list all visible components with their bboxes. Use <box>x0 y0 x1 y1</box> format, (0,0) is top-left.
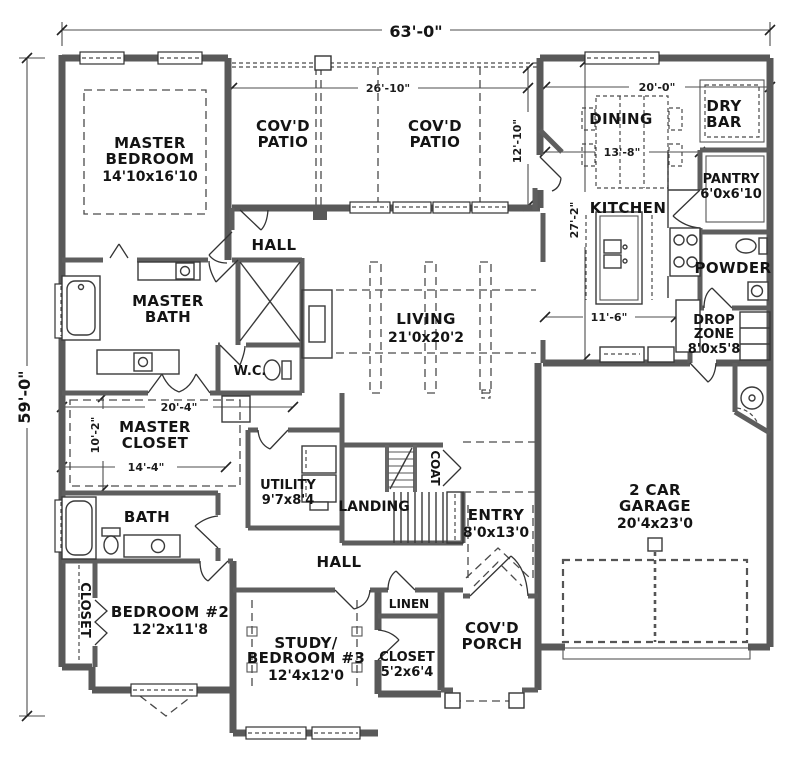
master-double-door <box>109 243 129 259</box>
label-powder: POWDER <box>695 259 772 277</box>
pantry-shelves <box>705 155 765 223</box>
label-hall-lower: HALL <box>317 553 362 571</box>
label-dry-bar: DRY <box>706 97 742 115</box>
garage-door <box>561 537 749 644</box>
dry-bar-counter <box>699 79 765 143</box>
svg-text:PORCH: PORCH <box>462 635 523 653</box>
label-covd-patio-left: COV'D <box>256 117 310 135</box>
dim-kitchen-depth: 27'-2" <box>568 202 581 239</box>
label-master-bath: MASTER <box>132 292 204 310</box>
svg-text:12'2x11'8: 12'2x11'8 <box>132 622 208 638</box>
svg-text:BEDROOM #3: BEDROOM #3 <box>247 649 365 667</box>
svg-text:PATIO: PATIO <box>410 133 461 151</box>
dim-overall-width: 63'-0" <box>389 22 442 41</box>
label-wc: W.C. <box>234 364 267 379</box>
svg-text:PATIO: PATIO <box>258 133 309 151</box>
wc-toilet <box>263 359 292 381</box>
dim-closet-width: 20'-4" <box>161 401 198 414</box>
label-pantry: PANTRY <box>703 172 760 187</box>
porch-post <box>508 692 525 709</box>
mbr-ceiling-tray <box>83 89 207 215</box>
bath-tub <box>61 496 97 560</box>
powder-toilet <box>735 237 768 255</box>
dim-dining-width: 20'-0" <box>639 81 676 94</box>
label-landing: LANDING <box>338 499 410 515</box>
living-beam <box>479 261 492 394</box>
svg-text:BAR: BAR <box>706 113 742 131</box>
refrigerator <box>675 299 701 353</box>
svg-text:CLOSET: CLOSET <box>122 434 189 452</box>
master-closet-ceiling <box>69 399 241 487</box>
svg-text:BEDROOM: BEDROOM <box>106 150 195 168</box>
closet-bifold-door <box>94 599 108 646</box>
living-beam <box>424 261 437 394</box>
bath-toilet <box>101 527 121 555</box>
svg-text:14'10x16'10: 14'10x16'10 <box>102 169 198 185</box>
staircase <box>388 447 464 544</box>
room-labels: MASTER BEDROOM 14'10x16'10 COV'D PATIO C… <box>77 97 772 684</box>
closet-builtin <box>221 395 251 423</box>
label-closet-study: CLOSET <box>379 650 435 665</box>
patio-post <box>314 55 332 71</box>
label-entry: ENTRY <box>468 506 525 524</box>
fixtures <box>61 79 771 660</box>
dim-kitchen-width: 11'-6" <box>591 311 628 324</box>
dashed-lines <box>69 55 761 717</box>
svg-text:GARAGE: GARAGE <box>619 497 691 515</box>
living-sliding-doors <box>349 201 509 214</box>
cooktop <box>669 227 701 277</box>
water-heater <box>740 386 764 410</box>
svg-text:ZONE: ZONE <box>694 327 734 342</box>
label-garage: 2 CAR <box>629 481 681 499</box>
coat-double-door <box>442 449 462 487</box>
label-master-closet: MASTER <box>119 418 191 436</box>
svg-text:8'0x5'8: 8'0x5'8 <box>688 342 741 357</box>
entry-ceiling <box>463 389 536 587</box>
label-covd-patio-right: COV'D <box>408 117 462 135</box>
dim-closet-depth: 10'-2" <box>89 417 102 454</box>
label-hall-upper: HALL <box>252 236 297 254</box>
svg-text:5'2x6'4: 5'2x6'4 <box>381 665 434 680</box>
svg-text:6'0x6'10: 6'0x6'10 <box>700 187 762 202</box>
label-kitchen: KITCHEN <box>590 199 667 217</box>
label-covd-porch: COV'D <box>465 619 519 637</box>
label-study: STUDY/ <box>274 634 337 652</box>
label-dining: DINING <box>589 110 652 128</box>
kitchen-island <box>595 211 643 305</box>
svg-text:20'4x23'0: 20'4x23'0 <box>617 516 693 532</box>
dim-closet-width2: 14'-4" <box>128 461 165 474</box>
label-bath: BATH <box>124 508 170 526</box>
dim-patio-width: 26'-10" <box>366 82 410 95</box>
svg-text:8'0x13'0: 8'0x13'0 <box>463 525 530 541</box>
dining-table <box>581 95 683 189</box>
mud-bench <box>647 346 675 363</box>
master-tub <box>61 275 101 341</box>
washer-dryer <box>301 445 337 511</box>
label-coat: COAT <box>428 450 442 486</box>
living-builtin <box>301 289 333 359</box>
shower <box>239 261 301 342</box>
label-bedroom2: BEDROOM #2 <box>111 603 229 621</box>
label-linen: LINEN <box>389 597 429 611</box>
svg-text:BATH: BATH <box>145 308 191 326</box>
dim-patio-depth: 12'-10" <box>511 119 524 163</box>
dim-overall-height: 59'-0" <box>15 370 34 423</box>
garage-apron <box>562 647 751 660</box>
porch-post <box>444 692 461 709</box>
label-utility: UTILITY <box>260 478 316 493</box>
drop-zone-lockers <box>739 311 771 361</box>
label-living: LIVING <box>396 310 456 328</box>
svg-text:9'7x8'4: 9'7x8'4 <box>262 493 315 508</box>
label-closet-bed2: CLOSET <box>77 582 92 638</box>
dim-dining-width2: 13'-8" <box>604 146 641 159</box>
living-beam <box>369 261 382 394</box>
svg-text:21'0x20'2: 21'0x20'2 <box>388 330 464 346</box>
label-drop-zone: DROP <box>693 313 734 328</box>
svg-text:12'4x12'0: 12'4x12'0 <box>268 668 344 684</box>
label-master-bedroom: MASTER <box>114 134 186 152</box>
